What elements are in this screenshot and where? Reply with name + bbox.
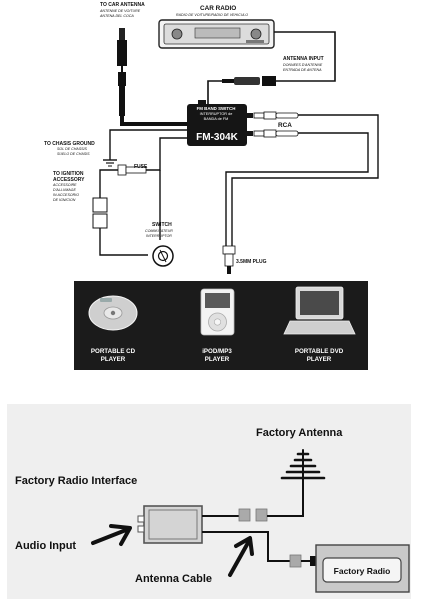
ignition-title2: ACCESSORY — [53, 177, 85, 183]
bottom-wiring-diagram: Factory Antenna Factory Radio Interface … — [7, 404, 411, 599]
device-label-cd-line1: PORTABLE CD — [91, 348, 136, 355]
ground-symbol — [103, 129, 187, 167]
device-label-dvd-line1: PORTABLE DVD — [295, 348, 344, 355]
ignition-sub2: D'ALLUMAGE — [53, 188, 76, 192]
antenna-input-sub1: DONNEES D'ANTENNE — [283, 63, 323, 67]
device-label-cd-line2: PLAYER — [101, 356, 126, 363]
car-antenna-title: TO CAR ANTENNA — [100, 2, 145, 8]
radio-interface-module — [137, 505, 203, 544]
audio-input-arrow — [91, 524, 132, 546]
ignition-sub1: ACCESSOIRE — [52, 183, 77, 187]
ignition-sub4: DE IGNICION — [53, 198, 76, 202]
antenna-input-cable — [207, 31, 336, 104]
switch-sub2: INTERRUPTOR — [146, 234, 172, 238]
fuse-label: FUSE — [134, 164, 148, 170]
ignition-title1: TO IGNITION — [53, 171, 84, 177]
top-wiring-diagram: TO CAR ANTENNA ANTENNE DE VOITURE ANTENA… — [44, 2, 379, 370]
chassis-ground-sub2: SUELO DE CHASIS — [57, 152, 90, 156]
module-line1: FM BAND SWITCH — [197, 106, 236, 111]
switch-title: SWITCH — [152, 222, 172, 228]
antenna-icon — [280, 449, 326, 485]
car-radio-title: CAR RADIO — [200, 5, 236, 12]
fuse-wiring — [92, 137, 187, 256]
module-model: FM-304K — [196, 132, 238, 143]
antenna-input-sub2: ENTRADA DE ANTENA — [283, 68, 322, 72]
car-radio-sub: RADIO DE VOITURE/RADIO DE VEHICULO — [176, 13, 248, 17]
chassis-ground-title: TO CHASIS GROUND — [44, 141, 95, 147]
antenna-cable-label: Antenna Cable — [135, 573, 212, 585]
interface-label: Factory Radio Interface — [15, 475, 137, 487]
rca-label: RCA — [278, 122, 292, 129]
car-antenna-plug — [117, 28, 190, 126]
switch-icon — [152, 245, 174, 267]
chassis-ground-sub1: SOL DE CHASSIS — [57, 147, 87, 151]
device-label-ipod-line2: PLAYER — [205, 356, 230, 363]
module-line3: BANDA de FM — [204, 117, 229, 121]
rca-cables — [225, 111, 379, 246]
antenna-input-title: ANTENNA INPUT — [283, 56, 324, 62]
dvd-player-icon — [283, 286, 356, 335]
device-label-dvd-line2: PLAYER — [307, 356, 332, 363]
car-antenna-sub1: ANTENNE DE VOITURE — [99, 9, 141, 13]
ignition-sub3: IN ACCESORIO — [53, 193, 79, 197]
car-radio-unit — [158, 19, 275, 49]
factory-radio-label: Factory Radio — [334, 566, 391, 576]
fm-switch-module — [187, 100, 253, 146]
ipod-icon — [200, 288, 235, 336]
switch-sub1: COMMUTATEUR — [145, 229, 173, 233]
plug-3-5mm — [222, 245, 236, 274]
cd-player-icon — [88, 295, 138, 331]
device-label-ipod-line1: iPOD/MP3 — [202, 348, 232, 355]
factory-radio-unit — [315, 544, 410, 593]
antenna-cable-arrow — [228, 536, 254, 577]
plug-label: 3.5MM PLUG — [236, 259, 267, 265]
factory-antenna-label: Factory Antenna — [256, 427, 343, 439]
audio-input-label: Audio Input — [15, 540, 76, 552]
car-antenna-sub2: ANTENA DEL COCA — [99, 14, 134, 18]
module-line2: INTERRUPTOR de — [200, 112, 233, 116]
antenna-cable-wires — [202, 484, 316, 568]
